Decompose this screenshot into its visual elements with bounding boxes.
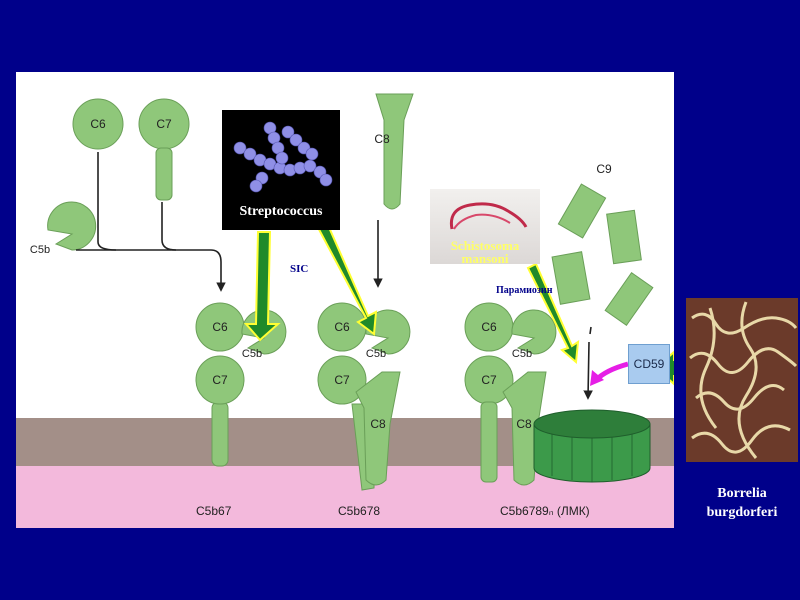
c5b-free — [47, 201, 97, 251]
schistosoma-label: Schistosoma mansoni — [450, 238, 520, 266]
label-stage3-c7: C7 — [481, 373, 497, 387]
label-c5b678: C5b678 — [338, 504, 381, 518]
strep-inhibition-arrow-2 — [312, 214, 378, 336]
c6-free — [72, 98, 124, 150]
cd59-inhibition-arrow — [590, 361, 629, 386]
label-c6-free: C6 — [90, 117, 106, 131]
borrelia-spirochete-icon — [686, 298, 798, 462]
mac-diagram — [16, 93, 674, 528]
label-stage2-c6: C6 — [334, 320, 350, 334]
schistosoma-photo: Schistosoma mansoni — [430, 189, 540, 266]
label-stage3-c5b: C5b — [511, 348, 533, 360]
borrelia-photo — [686, 298, 798, 462]
label-stage2-c7: C7 — [334, 373, 350, 387]
streptococcus-label: Streptococcus — [239, 204, 323, 219]
sic-label: SIC — [290, 263, 309, 275]
schistosoma-inhibition-arrow — [526, 262, 580, 365]
streptococcus-photo: Streptococcus — [222, 110, 340, 230]
label-c5b-free: C5b — [29, 244, 51, 256]
c8-free — [375, 93, 414, 210]
label-stage1-c7: C7 — [212, 373, 228, 387]
schistosoma-worm-icon — [449, 202, 528, 230]
c7-free — [138, 98, 190, 201]
cd59-box: CD59 — [628, 344, 670, 384]
strep-inhibition-arrow — [243, 231, 281, 342]
label-stage1-c6: C6 — [212, 320, 228, 334]
label-stage2-c8: C8 — [370, 417, 386, 431]
label-stage3-c8: C8 — [516, 417, 532, 431]
assembly-lines — [76, 152, 591, 398]
label-c7-free: C7 — [156, 117, 172, 131]
label-c5b6789: C5b6789ₙ (ЛМК) — [500, 504, 590, 518]
label-stage2-c5b: C5b — [365, 348, 387, 360]
stage-c5b678 — [317, 302, 411, 491]
label-c8-free: C8 — [374, 132, 390, 146]
membrane-attack-pore — [533, 409, 651, 483]
paramyosin-label: Парамиозин — [496, 285, 553, 296]
streptococcus-chain-icon — [233, 121, 333, 193]
c9-monomers — [551, 183, 654, 326]
label-stage1-c5b: C5b — [241, 348, 263, 360]
stage-c5b6789 — [464, 302, 557, 486]
borrelia-caption: Borrelia burgdorferi — [706, 486, 778, 520]
label-stage3-c6: C6 — [481, 320, 497, 334]
mac-diagram-panel: C6 C7 C8 C9 C5b C6 C7 C5b C6 C7 C5b C8 C… — [16, 72, 674, 528]
label-c5b67: C5b67 — [196, 504, 232, 518]
label-c9: C9 — [596, 162, 612, 176]
